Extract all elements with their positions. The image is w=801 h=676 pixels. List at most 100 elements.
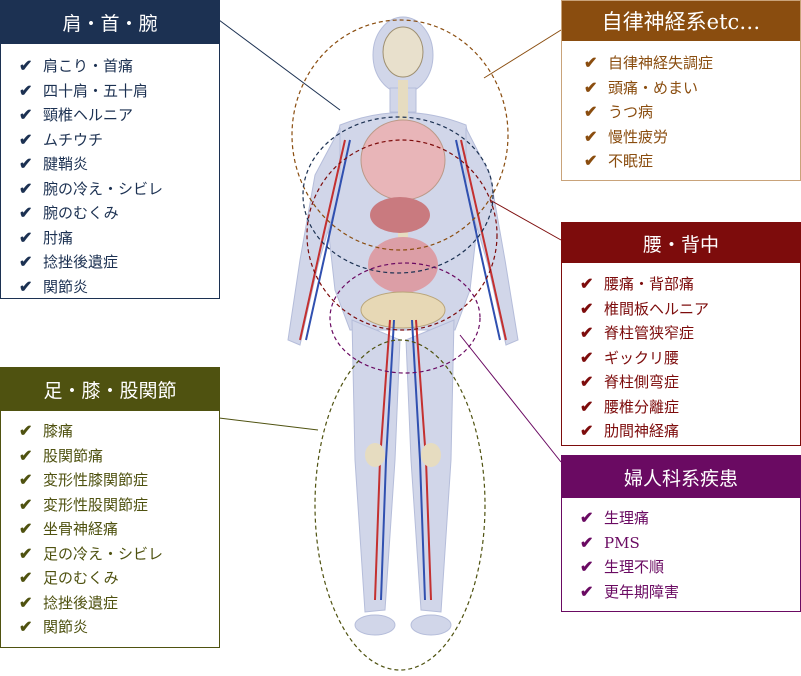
list-item: ✔ 脊柱管狭窄症 — [580, 321, 800, 346]
list-item: ✔ 足の冷え・シビレ — [19, 542, 219, 567]
lower-back-box: 腰・背中 ✔腰痛・背部痛✔椎間板ヘルニア✔脊柱管狭窄症✔ギックリ腰✔脊柱側弯症✔… — [561, 222, 801, 446]
check-icon: ✔ — [19, 154, 33, 173]
item-label: 腕のむくみ — [43, 204, 119, 222]
item-label: 坐骨神経痛 — [43, 520, 119, 538]
item-label: 椎間板ヘルニア — [604, 299, 710, 318]
list-item: ✔自律神経失調症 — [584, 51, 800, 76]
list-item: ✔更年期障害 — [580, 580, 800, 605]
check-icon: ✔ — [580, 421, 594, 440]
check-icon: ✔ — [584, 77, 598, 97]
item-label: 足の冷え・シビレ — [43, 544, 164, 563]
item-label: 肋間神経痛 — [604, 422, 680, 440]
check-icon: ✔ — [580, 298, 594, 318]
item-label: 四十肩・五十肩 — [43, 81, 149, 100]
list-item: ✔ PMS — [580, 531, 800, 556]
list-item: ✔ 関節炎 — [19, 275, 219, 300]
list-item: ✔ 腱鞘炎 — [19, 152, 219, 177]
skeleton-organs — [299, 26, 507, 601]
list-item: ✔ 肩こり・首痛 — [19, 54, 219, 79]
list-item: ✔脊柱側弯症 — [580, 370, 800, 395]
item-label: 腱鞘炎 — [43, 155, 89, 173]
leg-region — [314, 339, 486, 671]
check-icon: ✔ — [19, 617, 33, 636]
item-label: 腕の冷え・シビレ — [43, 179, 164, 198]
back-list: ✔腰痛・背部痛✔椎間板ヘルニア✔脊柱管狭窄症✔ギックリ腰✔脊柱側弯症✔腰椎分離症… — [562, 263, 800, 444]
list-item: ✔変形性膝関節症 — [19, 468, 219, 493]
check-icon: ✔ — [580, 581, 594, 601]
leg-list: ✔膝痛✔股関節痛✔変形性膝関節症✔変形性股関節症✔坐骨神経痛✔足の冷え・シビレ✔… — [1, 411, 219, 640]
item-label: 足のむくみ — [43, 569, 119, 587]
list-item: ✔ 腰椎分離症 — [580, 395, 800, 420]
list-item: ✔腕の冷え・シビレ — [19, 177, 219, 202]
list-item: ✔ 頭痛・めまい — [584, 76, 800, 101]
back-box-title: 腰・背中 — [562, 223, 800, 263]
list-item: ✔ 肋間神経痛 — [580, 419, 800, 444]
list-item: ✔頸椎ヘルニア — [19, 103, 219, 128]
item-label: 関節炎 — [43, 618, 89, 636]
item-label: 頭痛・めまい — [608, 78, 699, 97]
check-icon: ✔ — [19, 494, 33, 514]
list-item: ✔ うつ病 — [584, 100, 800, 125]
item-label: 頸椎ヘルニア — [43, 106, 134, 124]
gyn-region — [329, 262, 481, 374]
list-item: ✔ 椎間板ヘルニア — [580, 297, 800, 322]
gyn-box-title: 婦人科系疾患 — [562, 456, 800, 498]
list-item: ✔膝痛 — [19, 419, 219, 444]
check-icon: ✔ — [19, 445, 33, 465]
list-item: ✔四十肩・五十肩 — [19, 79, 219, 104]
body-silhouette — [287, 16, 519, 636]
list-item: ✔ムチウチ — [19, 128, 219, 153]
list-item: ✔捻挫後遺症 — [19, 250, 219, 275]
check-icon: ✔ — [584, 151, 598, 170]
list-item: ✔慢性疲労 — [584, 125, 800, 150]
check-icon: ✔ — [584, 102, 598, 121]
item-label: PMS — [604, 533, 640, 552]
item-label: 慢性疲労 — [608, 127, 669, 146]
check-icon: ✔ — [580, 557, 594, 576]
check-icon: ✔ — [19, 56, 33, 75]
list-item: ✔生理痛 — [580, 506, 800, 531]
list-item: ✔ 関節炎 — [19, 615, 219, 640]
item-label: 脊柱側弯症 — [604, 373, 680, 391]
check-icon: ✔ — [19, 470, 33, 489]
item-label: 捻挫後遺症 — [43, 593, 119, 612]
autonomic-list: ✔自律神経失調症✔頭痛・めまい✔うつ病✔慢性疲労✔不眠症 — [562, 41, 800, 174]
check-icon: ✔ — [580, 396, 594, 416]
item-label: 肩こり・首痛 — [43, 57, 134, 75]
back-region — [306, 139, 498, 331]
item-label: 脊柱管狭窄症 — [604, 324, 695, 342]
list-item: ✔ ギックリ腰 — [580, 346, 800, 371]
shoulder-box-title: 肩・首・腕 — [1, 1, 219, 44]
check-icon: ✔ — [580, 508, 594, 527]
list-item: ✔腰痛・背部痛 — [580, 272, 800, 297]
list-item: ✔変形性股関節症 — [19, 493, 219, 518]
leg-box-title: 足・膝・股関節 — [1, 368, 219, 411]
check-icon: ✔ — [19, 276, 33, 296]
list-item: ✔ 生理不順 — [580, 555, 800, 580]
item-label: 生理不順 — [604, 558, 665, 576]
item-label: 不眠症 — [608, 152, 654, 170]
autonomic-box: 自律神経系etc… ✔自律神経失調症✔頭痛・めまい✔うつ病✔慢性疲労✔不眠症 — [561, 0, 801, 181]
check-icon: ✔ — [19, 519, 33, 538]
item-label: 肘痛 — [43, 228, 74, 247]
list-item: ✔ 不眠症 — [584, 149, 800, 174]
check-icon: ✔ — [19, 227, 33, 247]
autonomic-box-title: 自律神経系etc… — [562, 1, 800, 41]
item-label: 膝痛 — [43, 422, 74, 440]
shoulder-region — [302, 116, 494, 274]
check-icon: ✔ — [584, 53, 598, 72]
check-icon: ✔ — [19, 203, 33, 222]
check-icon: ✔ — [580, 323, 594, 342]
check-icon: ✔ — [580, 532, 594, 552]
list-item: ✔股関節痛 — [19, 444, 219, 469]
item-label: ムチウチ — [43, 130, 104, 149]
item-label: うつ病 — [608, 103, 654, 121]
check-icon: ✔ — [19, 592, 33, 612]
item-label: 関節炎 — [43, 277, 89, 296]
item-label: ギックリ腰 — [604, 348, 680, 367]
item-label: 腰椎分離症 — [604, 397, 680, 416]
check-icon: ✔ — [19, 543, 33, 563]
gynecology-box: 婦人科系疾患 ✔生理痛✔PMS✔生理不順✔更年期障害 — [561, 455, 801, 612]
check-icon: ✔ — [580, 347, 594, 367]
